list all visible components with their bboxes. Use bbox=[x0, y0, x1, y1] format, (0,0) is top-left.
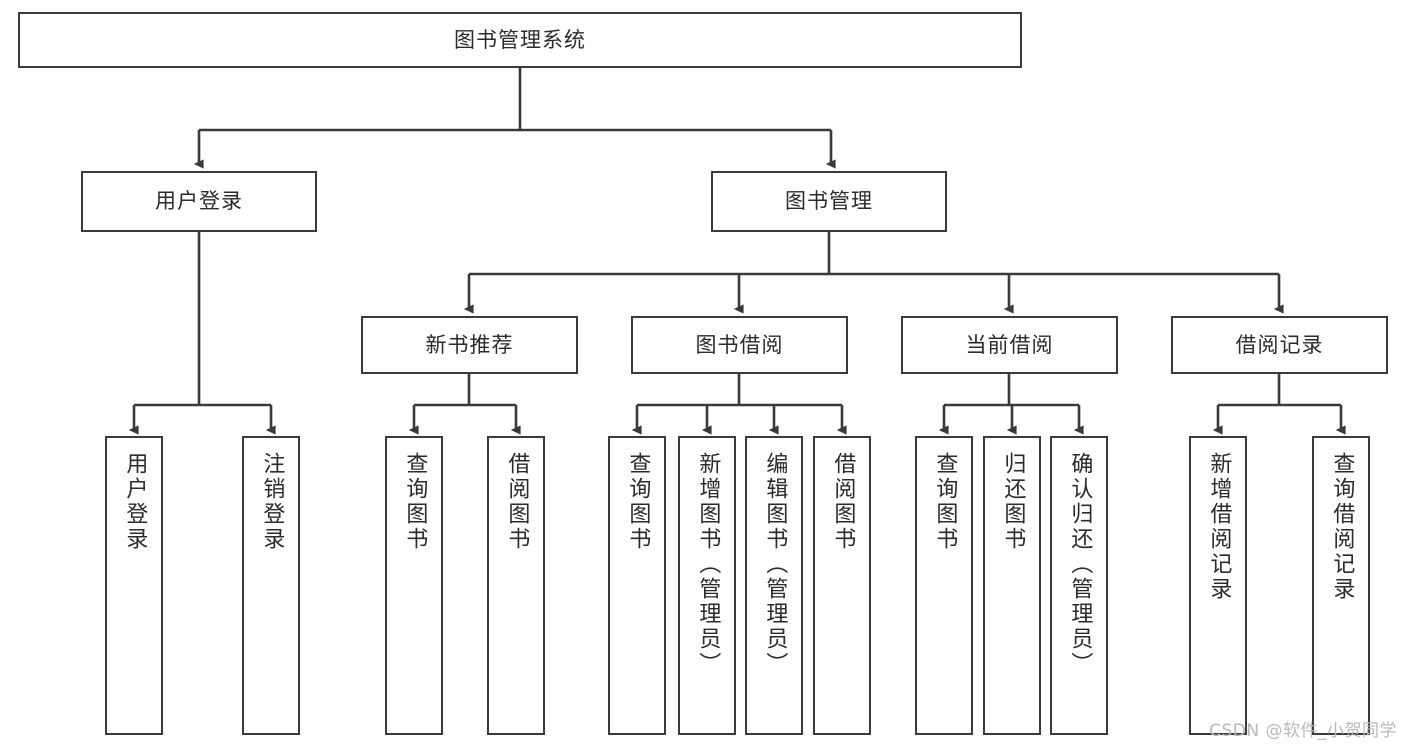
node-leaf-add-book-admin[interactable]: 新增图书（管理员） bbox=[678, 436, 736, 735]
node-label: 图书管理系统 bbox=[454, 27, 586, 52]
node-book-management[interactable]: 图书管理 bbox=[711, 171, 947, 232]
node-leaf-logout[interactable]: 注销登录 bbox=[242, 436, 300, 735]
node-leaf-borrow-books-recommend[interactable]: 借阅图书 bbox=[487, 436, 545, 735]
node-current-borrow[interactable]: 当前借阅 bbox=[901, 316, 1118, 374]
edges-current-to-leaves bbox=[938, 374, 1084, 435]
node-label: 查询图书 bbox=[402, 452, 428, 552]
node-label: 图书管理 bbox=[785, 189, 873, 213]
node-label: 编辑图书（管理员） bbox=[762, 452, 788, 677]
node-label: 注销登录 bbox=[259, 452, 285, 552]
watermark-text: CSDN @软件_小贺同学 bbox=[1209, 721, 1397, 741]
node-borrow-records[interactable]: 借阅记录 bbox=[1171, 316, 1388, 374]
node-label: 确认归还（管理员） bbox=[1067, 452, 1093, 677]
edges-records-to-leaves bbox=[1212, 374, 1346, 435]
node-label: 新增图书（管理员） bbox=[695, 452, 721, 677]
node-leaf-query-books-current[interactable]: 查询图书 bbox=[915, 436, 973, 735]
node-label: 查询图书 bbox=[932, 452, 958, 552]
edges-root-to-level2 bbox=[193, 68, 836, 169]
edges-booksmgmt-to-level3 bbox=[463, 232, 1284, 314]
node-leaf-query-borrow-record[interactable]: 查询借阅记录 bbox=[1312, 436, 1370, 735]
node-label: 用户登录 bbox=[122, 452, 148, 552]
edges-userlogin-to-leaves bbox=[128, 232, 276, 435]
node-leaf-query-books-recommend[interactable]: 查询图书 bbox=[385, 436, 443, 735]
node-leaf-query-books-borrow[interactable]: 查询图书 bbox=[608, 436, 666, 735]
node-leaf-edit-book-admin[interactable]: 编辑图书（管理员） bbox=[745, 436, 803, 735]
node-label: 查询借阅记录 bbox=[1329, 452, 1355, 602]
node-new-book-recommend[interactable]: 新书推荐 bbox=[361, 316, 578, 374]
node-leaf-borrow-books[interactable]: 借阅图书 bbox=[813, 436, 871, 735]
node-leaf-confirm-return-admin[interactable]: 确认归还（管理员） bbox=[1050, 436, 1108, 735]
node-label: 图书借阅 bbox=[695, 332, 784, 357]
node-label: 当前借阅 bbox=[965, 332, 1054, 357]
node-label: 归还图书 bbox=[1000, 452, 1026, 552]
node-root-system[interactable]: 图书管理系统 bbox=[18, 12, 1022, 68]
node-book-borrow[interactable]: 图书借阅 bbox=[631, 316, 848, 374]
node-label: 借阅记录 bbox=[1235, 332, 1324, 357]
node-label: 新增借阅记录 bbox=[1206, 452, 1232, 602]
node-label: 新书推荐 bbox=[425, 332, 514, 357]
node-leaf-add-borrow-record[interactable]: 新增借阅记录 bbox=[1189, 436, 1247, 735]
edges-borrow-to-leaves bbox=[631, 374, 847, 435]
node-leaf-user-login[interactable]: 用户登录 bbox=[105, 436, 163, 735]
node-label: 借阅图书 bbox=[504, 452, 530, 552]
node-leaf-return-books[interactable]: 归还图书 bbox=[983, 436, 1041, 735]
node-label: 查询图书 bbox=[625, 452, 651, 552]
node-user-login[interactable]: 用户登录 bbox=[81, 171, 317, 232]
node-label: 用户登录 bbox=[155, 189, 243, 213]
node-label: 借阅图书 bbox=[830, 452, 856, 552]
edges-newbooks-to-leaves bbox=[408, 374, 521, 435]
